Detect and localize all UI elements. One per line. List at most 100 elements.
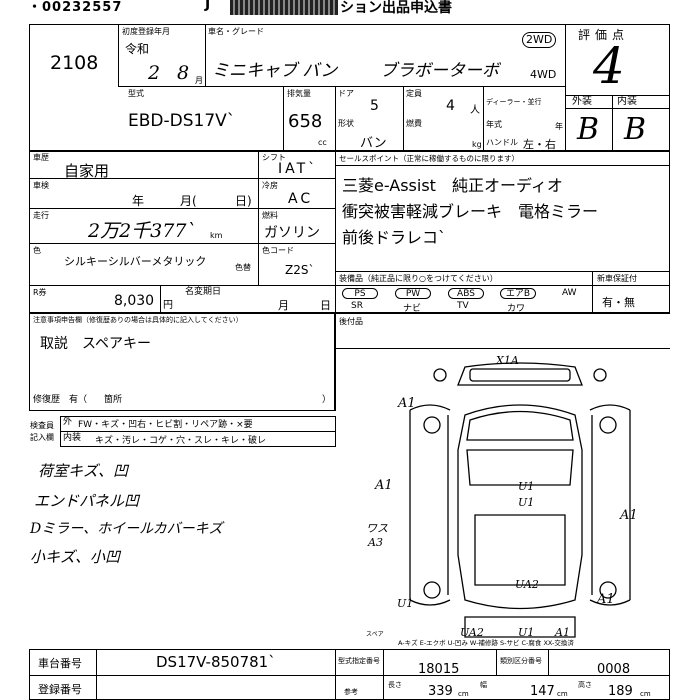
equip-aw: AW bbox=[562, 288, 577, 298]
fuel-eff-label: 燃費 bbox=[406, 119, 422, 128]
length-label: 長さ bbox=[388, 681, 402, 689]
equip-abs: ABS bbox=[448, 288, 484, 299]
inspector-int-label: 内装 bbox=[63, 433, 82, 443]
equip-pw: PW bbox=[395, 288, 431, 299]
equipment-label: 装備品（純正品に限り○をつけてください） bbox=[339, 274, 498, 283]
handwritten-note-4: 小キズ、小凹 bbox=[30, 548, 121, 566]
warranty-value: 有・無 bbox=[602, 296, 635, 309]
doors-label: ドア bbox=[338, 89, 354, 98]
dmg-mark-6: ワス bbox=[366, 522, 388, 535]
evaluation-score: 4 bbox=[593, 37, 625, 95]
inspection-month: 月( bbox=[180, 194, 197, 208]
shift-value: IAT` bbox=[278, 161, 319, 177]
damage-legend: A-キズ E-エクボ U-凹み W-補修跡 S-サビ C-腐食 XX-交換済 bbox=[398, 639, 574, 647]
repair-label: 修復歴 有（ bbox=[33, 395, 88, 405]
selling-point-line1: 三菱e-Assist 純正オーディオ bbox=[342, 176, 563, 195]
header-j: J bbox=[205, 0, 211, 12]
recycle-label: R券 bbox=[33, 288, 47, 297]
post-install-label: 後付品 bbox=[339, 317, 363, 326]
handle-label: ハンドル bbox=[486, 138, 518, 147]
inspection-day: 日) bbox=[235, 194, 252, 208]
displacement-value: 658 bbox=[288, 111, 323, 132]
length-unit: cm bbox=[458, 690, 469, 698]
repair-place: 箇所 bbox=[104, 395, 123, 405]
model-year-label: 年 bbox=[555, 122, 563, 131]
inspector-ext-items: FW・キズ・凹右・ヒビ割・リペア跡・×要 bbox=[78, 420, 253, 430]
type-spec-label: 型式指定番号 bbox=[338, 657, 380, 665]
dmg-mark-7: A3 bbox=[368, 536, 383, 549]
dmg-mark-10: A1 bbox=[597, 592, 615, 607]
dmg-mark-13: A1 bbox=[555, 626, 570, 639]
vehicle-grade: ブラボーターボ bbox=[380, 61, 499, 81]
handle-value: 左・右 bbox=[523, 138, 556, 151]
name-change-day: 日 bbox=[320, 299, 331, 312]
color-label: 色 bbox=[33, 246, 41, 255]
mileage-value: 2万2千377` bbox=[88, 220, 196, 242]
dmg-mark-11: UA2 bbox=[460, 626, 484, 639]
reg-label: 登録番号 bbox=[38, 683, 82, 696]
top-info-block bbox=[29, 24, 670, 151]
redacted-logo bbox=[230, 0, 338, 15]
dmg-mark-9: UA2 bbox=[515, 578, 539, 591]
equip-tv: TV bbox=[457, 301, 469, 311]
recycle-unit: 円 bbox=[163, 300, 173, 311]
shift-label: シフト bbox=[262, 153, 286, 162]
registration-year: 2 bbox=[148, 62, 161, 84]
class-label: 類別区分番号 bbox=[500, 657, 542, 665]
form-title: ション出品申込書 bbox=[340, 0, 452, 16]
drive-4wd: 4WD bbox=[530, 68, 557, 81]
handwritten-note-2: エンドパネル凹 bbox=[34, 492, 140, 510]
vehicle-name-label: 車名・グレード bbox=[208, 27, 264, 36]
kind-label: 年式 bbox=[486, 120, 502, 129]
exterior-label: 外装 bbox=[572, 96, 592, 107]
dmg-mark-3: U1 bbox=[518, 480, 535, 493]
model-label: 型式 bbox=[128, 89, 144, 98]
inspector-label-1: 検査員 bbox=[30, 421, 54, 430]
model-value: EBD-DS17V` bbox=[128, 111, 236, 131]
lot-number: 2108 bbox=[50, 52, 99, 74]
car-damage-diagram bbox=[409, 362, 631, 638]
dmg-mark-8: U1 bbox=[397, 597, 414, 610]
chassis-value: DS17V-850781` bbox=[156, 653, 276, 671]
dmg-mark-front: X1A bbox=[496, 354, 519, 367]
selling-points-label: セールスポイント（正常に稼働するものに限ります） bbox=[339, 154, 519, 163]
inspector-label-2: 記入欄 bbox=[30, 433, 54, 442]
type-spec-value: 18015 bbox=[418, 662, 460, 677]
weight-unit: kg bbox=[472, 140, 482, 149]
doors-value: 5 bbox=[370, 98, 379, 114]
seats-unit: 人 bbox=[470, 105, 480, 116]
dmg-mark-2: A1 bbox=[375, 478, 393, 493]
top-serial: ・00232557 bbox=[28, 0, 123, 15]
selling-point-line2: 衝突被害軽減ブレーキ 電格ミラー bbox=[342, 202, 599, 221]
inspection-year: 年 bbox=[132, 194, 145, 208]
height-label: 高さ bbox=[578, 681, 592, 689]
dmg-mark-1: A1 bbox=[398, 396, 416, 411]
width-unit: cm bbox=[557, 690, 568, 698]
registration-label: 初度登録年月 bbox=[122, 27, 170, 36]
dmg-mark-4: U1 bbox=[518, 496, 535, 509]
shape-label: 形状 bbox=[338, 119, 354, 128]
exterior-grade: B bbox=[577, 112, 600, 147]
ac-value: AC bbox=[288, 191, 314, 207]
equip-kawa: カワ bbox=[507, 304, 526, 314]
repair-end: ） bbox=[322, 395, 332, 405]
name-change-label: 名変期日 bbox=[185, 287, 222, 297]
registration-month-unit: 月 bbox=[195, 76, 203, 85]
equip-ps: PS bbox=[342, 288, 378, 299]
interior-label: 内装 bbox=[617, 96, 637, 107]
ac-label: 冷房 bbox=[262, 181, 278, 190]
selling-point-line3: 前後ドラレコ` bbox=[342, 228, 447, 247]
width-value: 147 bbox=[530, 684, 555, 699]
vehicle-name: ミニキャブ バン bbox=[212, 61, 338, 81]
equip-sr: SR bbox=[351, 301, 363, 311]
spare-label: スペア bbox=[366, 631, 384, 638]
mileage-unit: km bbox=[210, 231, 223, 240]
color-change-label: 色替 bbox=[235, 263, 251, 272]
length-value: 339 bbox=[428, 684, 453, 699]
width-label: 幅 bbox=[480, 681, 487, 689]
mileage-label: 走行 bbox=[33, 211, 49, 220]
class-value: 0008 bbox=[597, 662, 631, 677]
displacement-label: 排気量 bbox=[287, 89, 311, 98]
seats-value: 4 bbox=[446, 98, 455, 114]
drive-2wd: 2WD bbox=[522, 32, 557, 48]
